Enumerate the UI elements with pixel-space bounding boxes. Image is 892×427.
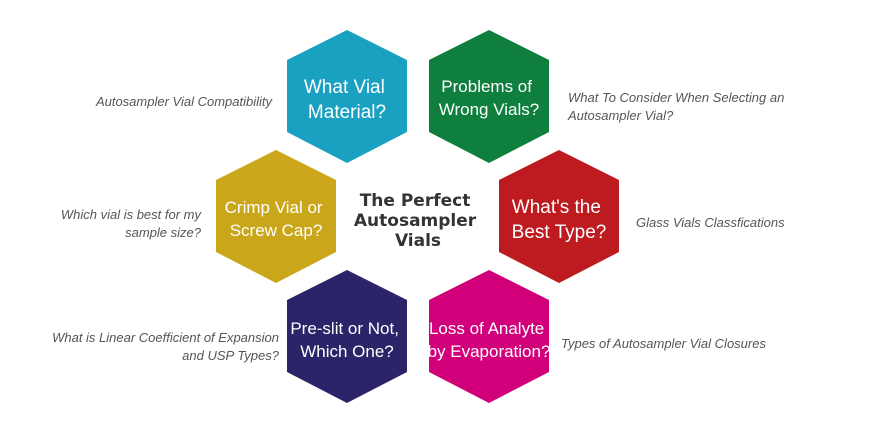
annotation-compatibility-line-1: Autosampler Vial Compatibility [95,94,272,109]
annotation-closures-line-1: Types of Autosampler Vial Closures [561,336,766,351]
hex-problems-shape [429,30,549,163]
svg-text:Pre-slit or Not, Which O: Pre-slit or Not, Which One? [290,319,403,361]
center-title-line-3: Vials [395,231,441,251]
annotation-consider: What To Consider When Selecting an Autos… [568,89,784,125]
hex-evaporation-shape [429,270,549,403]
center-title-line-2: Autosampler [354,211,477,231]
center-title-line-1: The Perfect [360,191,471,211]
annotation-sample-size-line-2: sample size? [125,225,201,240]
svg-text:Crimp Vial or Screw Cap?: Crimp Vial or Screw Cap? [225,198,328,240]
hex-best-type-line-1: What's the [512,197,601,218]
hex-crimp-shape [216,150,336,283]
hex-crimp-line-1: Crimp Vial or [225,198,323,217]
annotation-linear: What is Linear Coefficient of Expansion … [52,329,279,365]
annotation-sample-size-line-1: Which vial is best for my [60,207,201,222]
hex-problems-line-1: Problems of [441,77,532,96]
hex-problems: Problems of Wrong Vials? [429,30,549,163]
annotation-compatibility: Autosampler Vial Compatibility [96,93,272,111]
svg-text:Problems of Wrong Vials?: Problems of Wrong Vials? [439,77,539,119]
annotation-consider-line-2: Autosampler Vial? [568,108,674,123]
svg-text:What Vial Material?: What Vial Material? [304,77,390,123]
annotation-closures: Types of Autosampler Vial Closures [561,335,766,353]
svg-text:Loss of Analyte by Evapo: Loss of Analyte by Evaporation? [428,319,551,361]
annotation-linear-line-1: What is Linear Coefficient of Expansion [52,330,279,345]
hex-evaporation-line-1: Loss of Analyte [429,319,544,338]
hex-problems-line-2: Wrong Vials? [439,100,539,119]
svg-text:What's the Best Type?: What's the Best Type? [512,197,607,243]
hex-pre-slit-shape [287,270,407,403]
hex-evaporation: Loss of Analyte by Evaporation? [428,270,551,403]
annotation-sample-size: Which vial is best for my sample size? [61,206,201,242]
hex-pre-slit: Pre-slit or Not, Which One? [287,270,407,403]
hex-material: What Vial Material? [287,30,407,163]
hex-best-type-line-2: Best Type? [512,222,607,243]
annotation-classifications: Glass Vials Classfications [636,214,785,232]
annotation-classifications-line-1: Glass Vials Classfications [636,215,785,230]
annotation-linear-line-2: and USP Types? [182,348,279,363]
hex-pre-slit-line-1: Pre-slit or Not, [290,319,399,338]
hex-pre-slit-line-2: Which One? [300,342,394,361]
hex-material-line-1: What Vial [304,77,385,98]
hex-crimp: Crimp Vial or Screw Cap? [216,150,336,283]
hex-best-type-shape [499,150,619,283]
hex-evaporation-line-2: by Evaporation? [428,342,551,361]
hex-material-shape [287,30,407,163]
hex-best-type: What's the Best Type? [499,150,619,283]
annotation-consider-line-1: What To Consider When Selecting an [568,90,785,105]
center-title: The Perfect Autosampler Vials [354,191,482,251]
hex-crimp-line-2: Screw Cap? [230,221,323,240]
hex-material-line-2: Material? [308,102,386,123]
